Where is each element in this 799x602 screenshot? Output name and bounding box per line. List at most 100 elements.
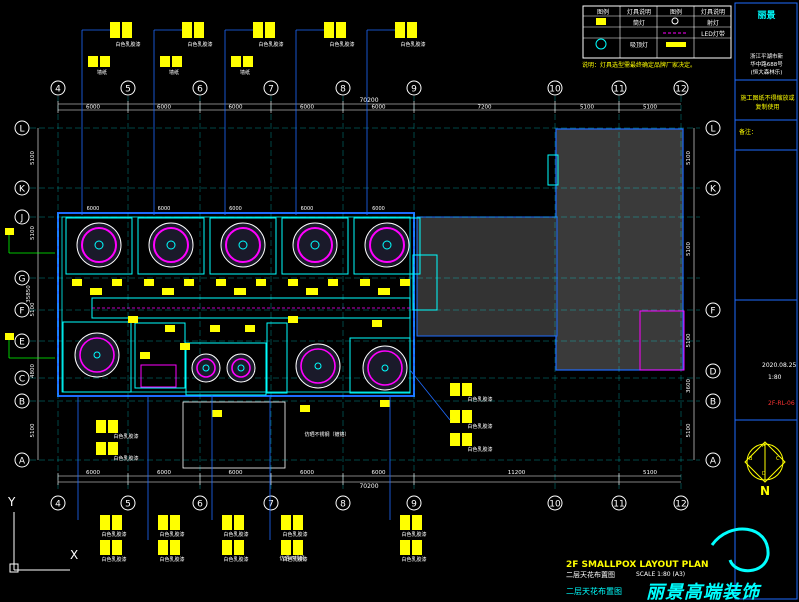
grid-col-bubble-bottom xyxy=(263,495,279,511)
callout-tag xyxy=(234,540,244,555)
legend-ceiling-lamp-symbol xyxy=(595,38,607,50)
dim-right-segment: 5100 xyxy=(686,151,692,165)
downlight-fixture xyxy=(144,279,154,286)
dim-bottom-segment: 6000 xyxy=(86,470,100,476)
callout-tag xyxy=(100,56,110,67)
lower-ceiling-dome xyxy=(74,332,120,378)
callout-tag xyxy=(265,22,275,38)
ceiling-lamp-center xyxy=(382,240,392,250)
logo-swoosh-icon xyxy=(710,527,770,573)
grid-col-bubble-top xyxy=(192,80,208,96)
downlight-fixture xyxy=(288,316,298,323)
callout-label: 白色乳胶漆 xyxy=(223,556,248,563)
dim-inner-segment: 6000 xyxy=(229,206,242,212)
static-layer xyxy=(9,2,798,600)
callout-tag xyxy=(450,383,460,396)
downlight-fixture xyxy=(140,352,150,359)
drawing-notice: 施工图纸不得缩放或复制使用 xyxy=(740,95,795,111)
grid-col-label-bottom: 11 xyxy=(613,500,624,510)
y-axis-label: Y xyxy=(8,495,16,509)
ceiling-dome-led-ring xyxy=(81,227,117,263)
callout-tag xyxy=(462,410,472,423)
callout-tag xyxy=(158,540,168,555)
callout-tag xyxy=(160,56,170,67)
lower-lamp-center xyxy=(237,364,245,372)
legend-header-2: 灯具说明 xyxy=(626,9,651,16)
callout-tag xyxy=(100,515,110,530)
compass-letter-a: A xyxy=(762,443,766,449)
lower-lamp-center xyxy=(314,362,322,370)
private-room xyxy=(353,217,421,275)
callout-tag xyxy=(222,540,232,555)
callout-tag xyxy=(100,540,110,555)
dim-total-bottom: 70200 xyxy=(359,483,378,490)
downlight-fixture xyxy=(128,316,138,323)
lower-ceiling-dome xyxy=(226,353,256,383)
legend-note: 说明：灯具选型需最终确定品牌厂家决定。 xyxy=(582,62,697,69)
callout-label: 白色乳胶漆 xyxy=(101,556,126,563)
ceiling-lamp-center xyxy=(238,240,248,250)
grid-row-bubble-left xyxy=(14,120,30,136)
compass-diamond xyxy=(744,441,786,483)
callout-tag xyxy=(395,22,405,38)
downlight-fixture xyxy=(210,325,220,332)
callout-tag xyxy=(281,540,291,555)
dim-bottom-segment: 6000 xyxy=(300,470,314,476)
legend-downlight-label: 筒灯 xyxy=(632,20,645,27)
downlight-fixture xyxy=(90,288,102,295)
project-line-2: 华中路688号 xyxy=(750,62,783,68)
grid-col-label-bottom: 6 xyxy=(197,500,203,510)
callout-tag xyxy=(112,515,122,530)
callout-tag xyxy=(110,22,120,38)
edge-fixture-marker xyxy=(5,228,14,235)
lower-right-room xyxy=(349,337,411,394)
grid-row-label-right: K xyxy=(710,185,717,195)
callout-tag xyxy=(172,56,182,67)
dim-top-segment: 6000 xyxy=(157,105,171,111)
grid-col-bubble-bottom xyxy=(120,495,136,511)
grid-row-bubble-left xyxy=(14,333,30,349)
callout-tag xyxy=(96,442,106,455)
grid-row-bubble-left xyxy=(14,209,30,225)
dim-left-segment: 5100 xyxy=(30,423,36,437)
grid-col-label-top: 8 xyxy=(340,85,346,95)
callout-tag xyxy=(324,22,334,38)
callout-label: 墙纸 xyxy=(169,69,179,76)
ceiling-dome-led-ring xyxy=(369,227,405,263)
grid-row-label-left: C xyxy=(19,375,25,385)
callout-tag xyxy=(234,515,244,530)
grid-row-label-left: B xyxy=(19,398,25,408)
ceiling-dome-led-ring xyxy=(225,227,261,263)
dim-bottom-segment: 6000 xyxy=(372,470,386,476)
title-panel-frame xyxy=(734,2,798,600)
downlight-fixture xyxy=(216,279,226,286)
dim-right-segment: 3600 xyxy=(686,379,692,393)
grid-col-bubble-bottom xyxy=(547,495,563,511)
callout-tag xyxy=(407,22,417,38)
north-label: N xyxy=(759,484,771,498)
grid-row-bubble-right xyxy=(705,393,721,409)
downlight-fixture xyxy=(180,343,190,350)
callout-label: 墙纸 xyxy=(97,69,107,76)
downlight-fixture xyxy=(400,279,410,286)
drawing-scale: 1:80 xyxy=(768,374,782,381)
callout-tag xyxy=(462,433,472,446)
grid-row-label-left: J xyxy=(20,214,24,224)
lower-lamp-center xyxy=(381,364,389,372)
callout-label: 白色乳胶漆 xyxy=(115,41,140,48)
callout-label: 白色乳胶漆 xyxy=(258,41,283,48)
downlight-fixture xyxy=(162,288,174,295)
plan-scale: SCALE 1:80 (A3) xyxy=(636,571,686,578)
callout-label: 白色乳胶漆 xyxy=(467,396,492,403)
callout-label: 白色乳胶漆 xyxy=(101,531,126,538)
project-line-1: 浙江平湖市新 xyxy=(749,54,783,60)
grid-row-bubble-right xyxy=(705,180,721,196)
callout-tag xyxy=(400,515,410,530)
leader-line xyxy=(409,369,451,421)
dim-bottom-segment: 5100 xyxy=(643,470,657,476)
grid-col-bubble-top xyxy=(673,80,689,96)
legend-downlight-symbol xyxy=(596,18,606,25)
downlight-fixture xyxy=(234,288,246,295)
dim-left-segment: 5100 xyxy=(30,226,36,240)
